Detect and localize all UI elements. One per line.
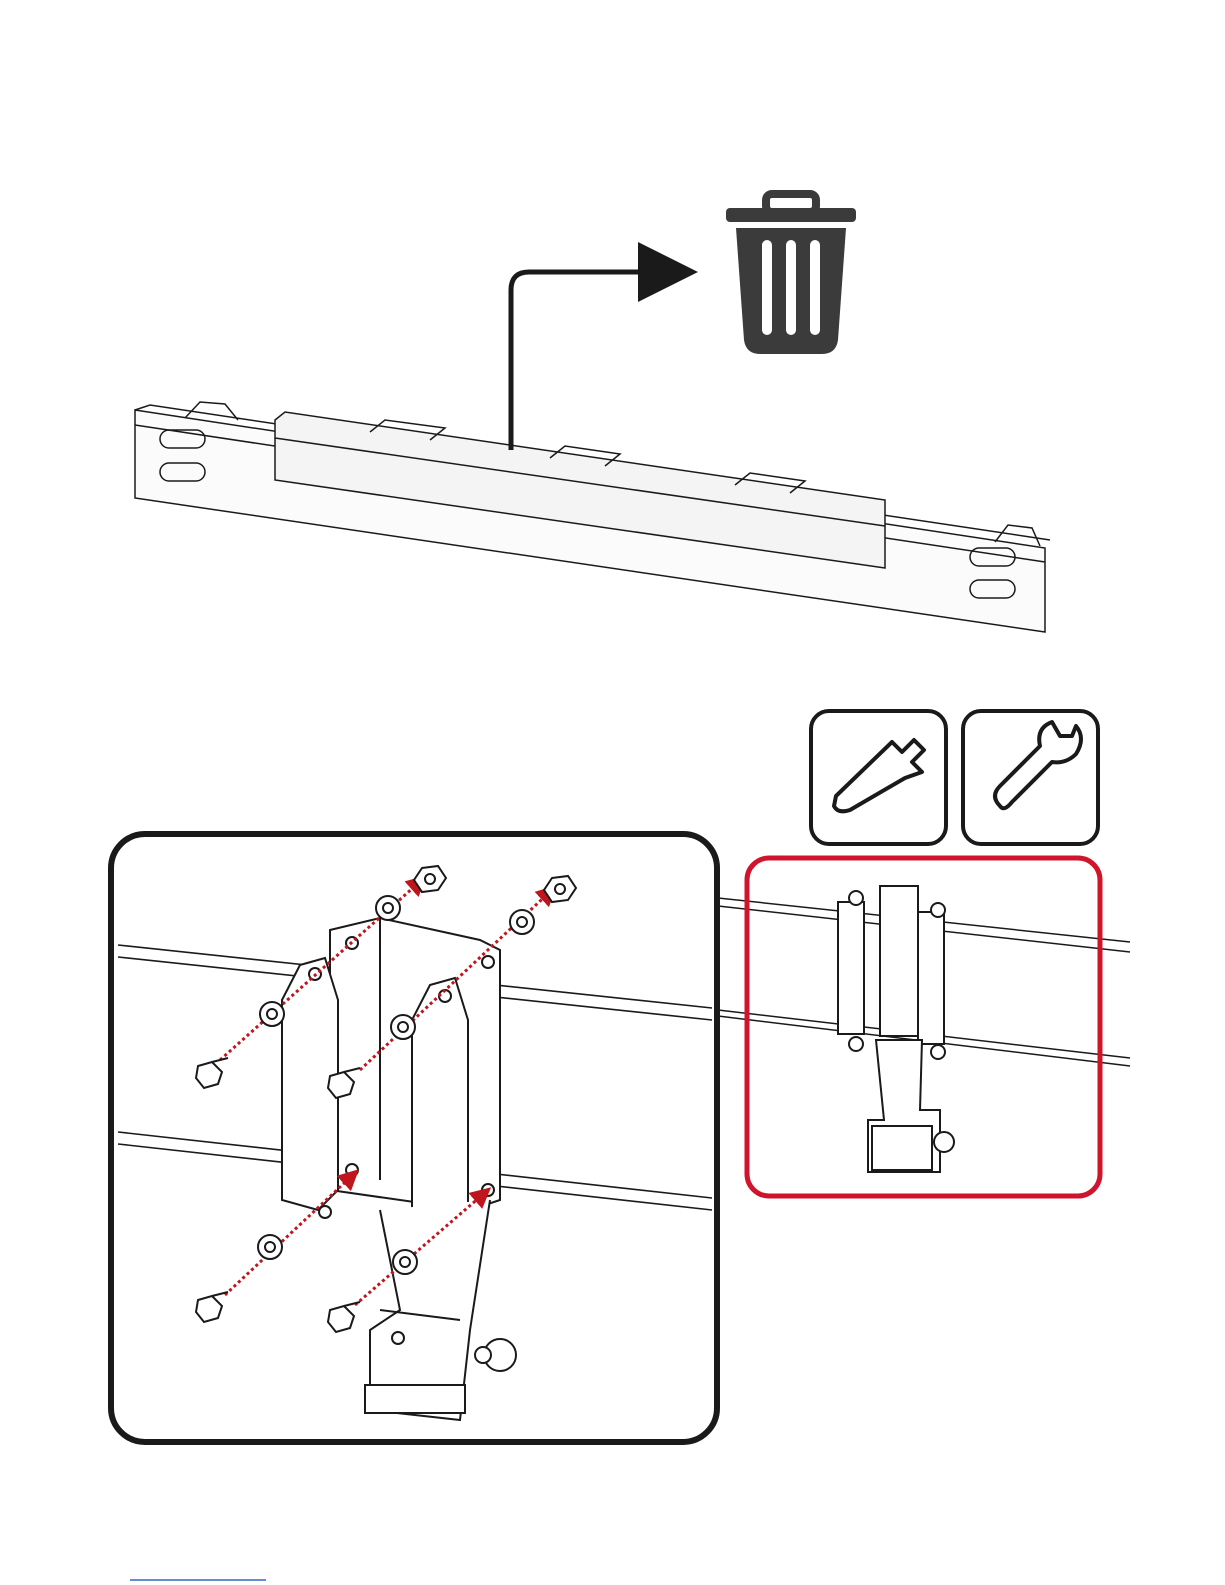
ratchet-wrench-icon <box>811 711 946 844</box>
washer-2 <box>510 910 534 934</box>
trash-can-icon <box>726 194 856 354</box>
washer-6 <box>393 1250 417 1274</box>
washer-3 <box>260 1002 284 1026</box>
washer-1 <box>376 896 400 920</box>
detail-callout <box>111 834 717 1442</box>
washer-5 <box>258 1235 282 1259</box>
overview-bracket <box>838 886 954 1172</box>
packaging-rail <box>135 402 1050 632</box>
washer-4 <box>391 1015 415 1039</box>
discard-arrow <box>511 272 688 450</box>
open-end-wrench-icon <box>963 711 1098 844</box>
